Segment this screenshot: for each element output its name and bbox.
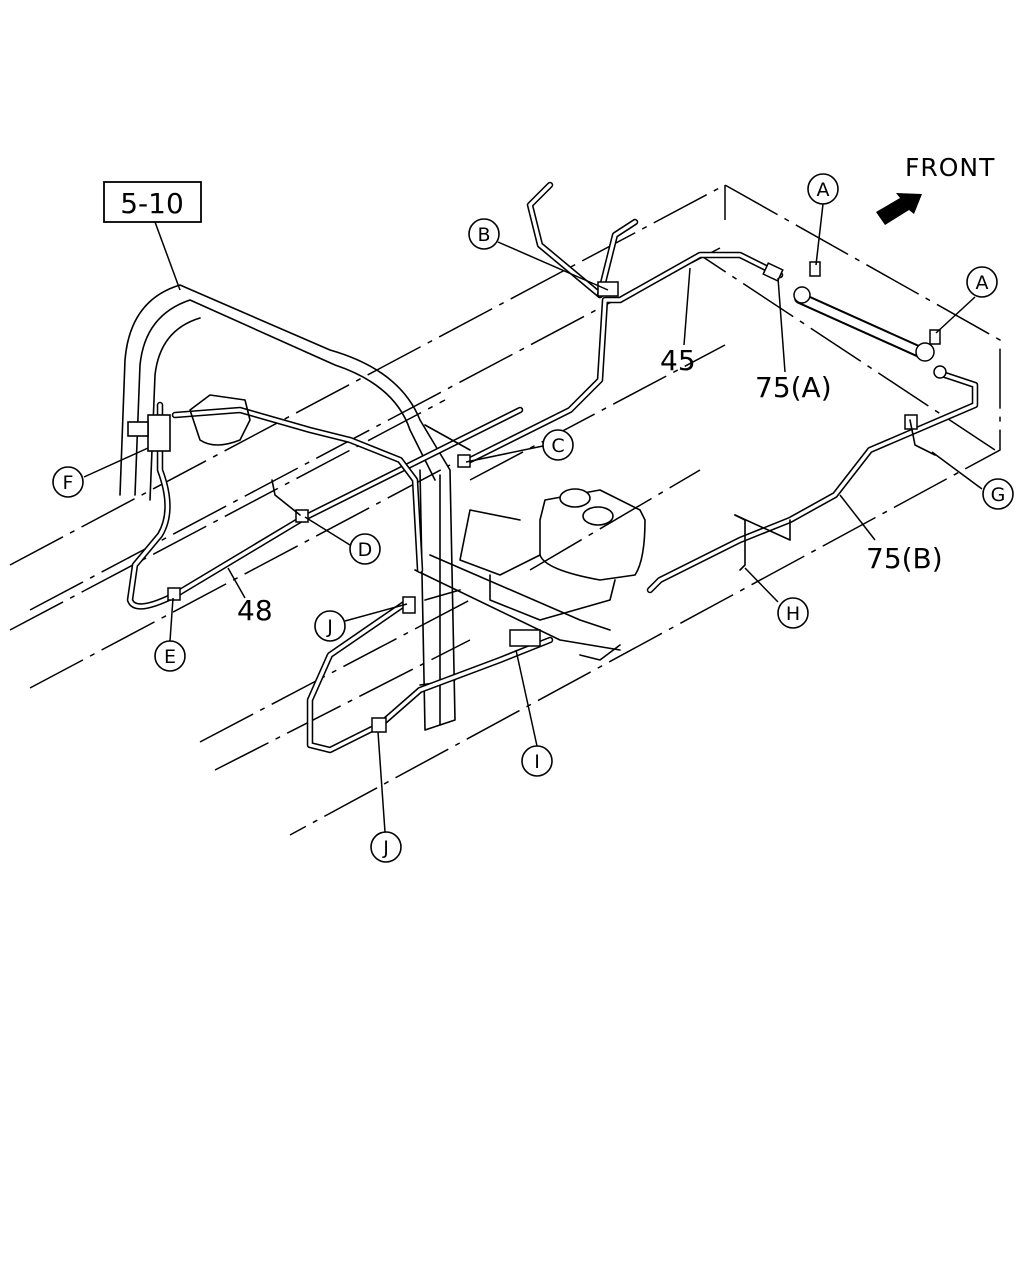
callout-h: H <box>777 597 809 629</box>
valve-unit-left <box>127 394 251 452</box>
callout-g: G <box>982 478 1014 510</box>
master-cylinder-reservoir <box>459 488 646 621</box>
callout-c: C <box>542 429 574 461</box>
front-arrow-icon <box>876 193 922 225</box>
callout-j-upper: J <box>314 610 346 642</box>
svg-text:G: G <box>991 484 1006 506</box>
reference-box <box>103 181 202 223</box>
leader-lines <box>83 203 983 833</box>
cab-frame-structure <box>119 284 621 731</box>
svg-text:A: A <box>817 179 830 201</box>
svg-text:H: H <box>786 603 800 625</box>
part-label-45: 45 <box>660 344 696 377</box>
svg-text:D: D <box>358 539 373 561</box>
callout-j-lower: J <box>370 831 402 863</box>
svg-text:B: B <box>477 224 490 246</box>
svg-text:F: F <box>63 472 74 494</box>
part-label-75b: 75(B) <box>866 542 943 575</box>
svg-text:A: A <box>976 272 989 294</box>
callout-b: B <box>468 218 500 250</box>
callout-e: E <box>154 640 186 672</box>
part-label-48: 48 <box>237 594 273 627</box>
front-label: FRONT <box>905 153 995 182</box>
svg-text:C: C <box>551 435 564 457</box>
callout-a-top: A <box>807 173 839 205</box>
part-label-75a: 75(A) <box>755 371 832 404</box>
svg-text:J: J <box>382 837 389 859</box>
svg-text:I: I <box>534 751 540 773</box>
callout-d: D <box>349 533 381 565</box>
svg-text:J: J <box>326 616 333 638</box>
callout-f: F <box>52 466 84 498</box>
callout-i: I <box>521 745 553 777</box>
flexible-hose-75a <box>762 262 947 379</box>
reference-box-label: 5-10 <box>120 187 184 220</box>
brake-pipes <box>126 181 979 754</box>
callout-a-right: A <box>966 266 998 298</box>
svg-text:E: E <box>164 646 176 668</box>
